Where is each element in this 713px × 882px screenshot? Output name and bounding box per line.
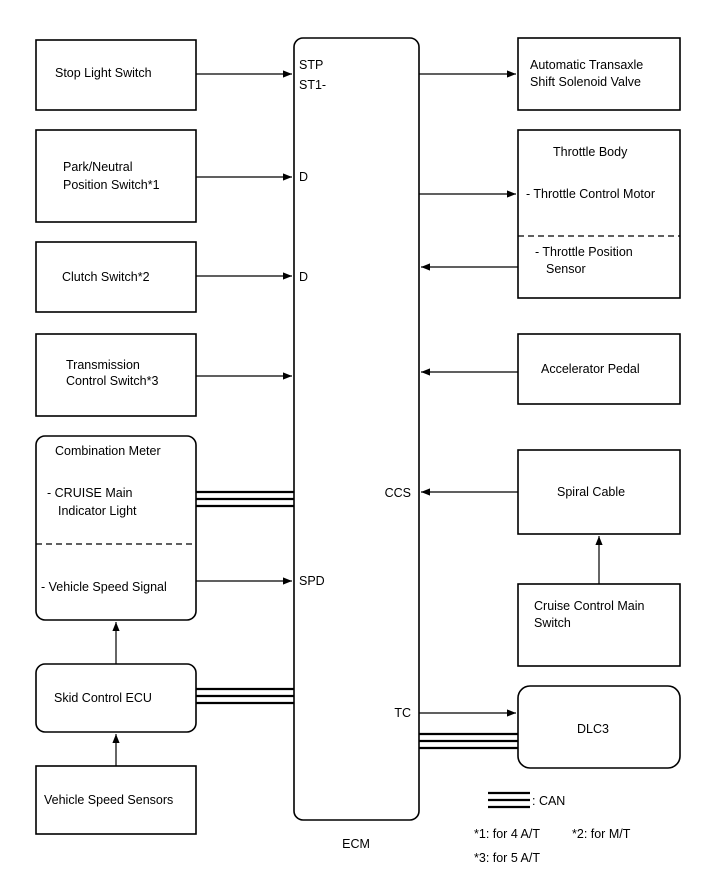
combination-meter-box	[35, 435, 197, 621]
stop-light-switch-label: Stop Light Switch	[55, 66, 152, 80]
combination-meter-can-bus	[196, 490, 294, 508]
park-neutral-switch-label-1: Park/Neutral	[63, 160, 132, 174]
skid-control-ecu-can-bus	[196, 687, 294, 705]
shift-solenoid-valve-label-2: Shift Solenoid Valve	[530, 75, 641, 89]
throttle-control-motor-label: - Throttle Control Motor	[526, 187, 655, 201]
footnote-2: *2: for M/T	[572, 827, 631, 841]
cruise-main-indicator-label-1: - CRUISE Main	[47, 486, 132, 500]
shift-solenoid-valve-box	[517, 37, 681, 111]
dlc3-box	[517, 685, 681, 769]
ecm-box	[293, 37, 420, 821]
park-neutral-switch-label-2: Position Switch*1	[63, 178, 160, 192]
cruise-control-main-switch-box	[517, 583, 681, 667]
vehicle-speed-sensors-label: Vehicle Speed Sensors	[44, 793, 173, 807]
dlc3-can-bus	[419, 732, 518, 750]
accelerator-pedal-label: Accelerator Pedal	[541, 362, 640, 376]
ecm-pin-d-park: D	[299, 170, 308, 184]
ecm-pin-st1: ST1-	[299, 78, 326, 92]
park-neutral-switch-box	[35, 129, 197, 223]
stop-light-switch-box	[35, 39, 197, 111]
cruise-control-main-switch-label-2: Switch	[534, 616, 571, 630]
ecm-pin-stp: STP	[299, 58, 323, 72]
footnote-3: *3: for 5 A/T	[474, 851, 540, 865]
cruise-main-indicator-label-2: Indicator Light	[58, 504, 137, 518]
dlc3-label: DLC3	[577, 722, 609, 736]
accelerator-pedal-box	[517, 333, 681, 405]
clutch-switch-label: Clutch Switch*2	[62, 270, 150, 284]
transmission-control-switch-label-1: Transmission	[66, 358, 140, 372]
can-legend-label: : CAN	[532, 794, 565, 808]
ecm-pin-tc: TC	[394, 706, 411, 720]
spiral-cable-label: Spiral Cable	[557, 485, 625, 499]
ecm-pin-d-clutch: D	[299, 270, 308, 284]
cruise-control-main-switch-label-1: Cruise Control Main	[534, 599, 645, 613]
throttle-position-sensor-label-1: - Throttle Position	[535, 245, 633, 259]
throttle-body-title: Throttle Body	[553, 145, 628, 159]
transmission-control-switch-label-2: Control Switch*3	[66, 374, 158, 388]
transmission-control-switch-box	[35, 333, 197, 417]
footnote-1: *1: for 4 A/T	[474, 827, 540, 841]
combination-meter-title: Combination Meter	[55, 444, 161, 458]
throttle-body-box	[517, 129, 681, 299]
spiral-cable-box	[517, 449, 681, 535]
clutch-switch-box	[35, 241, 197, 313]
ecm-pin-ccs: CCS	[385, 486, 411, 500]
vehicle-speed-sensors-box	[35, 765, 197, 835]
ecm-pin-spd: SPD	[299, 574, 325, 588]
ecm-label: ECM	[342, 837, 370, 851]
shift-solenoid-valve-label-1: Automatic Transaxle	[530, 58, 643, 72]
throttle-position-sensor-label-2: Sensor	[546, 262, 586, 276]
vehicle-speed-signal-label: - Vehicle Speed Signal	[41, 580, 167, 594]
skid-control-ecu-label: Skid Control ECU	[54, 691, 152, 705]
can-legend-symbol	[488, 791, 530, 809]
